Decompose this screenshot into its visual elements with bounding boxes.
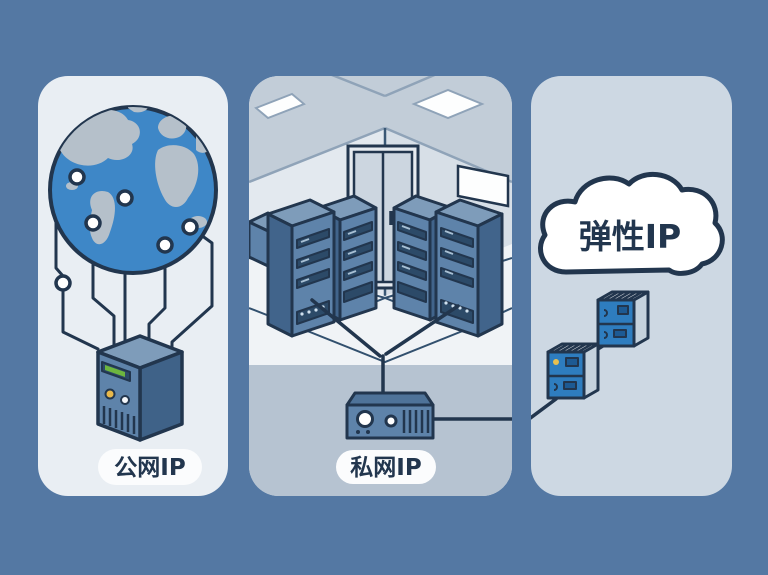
power-button: [104, 388, 116, 400]
ceiling-light-icon: [411, 88, 485, 120]
server-tower-icon: [96, 334, 184, 442]
whiteboard-icon: [456, 164, 510, 208]
ceiling-edge: [249, 126, 386, 184]
panel-elastic-ip: 弹性IP: [531, 76, 732, 496]
status-led: [553, 359, 559, 365]
router-port: [384, 414, 398, 428]
network-cable: [310, 298, 382, 358]
mini-server-icon: [546, 342, 600, 400]
server-vents: [102, 406, 136, 434]
ceiling-beam: [384, 76, 512, 98]
public-ip-label-pill: 公网IP: [98, 449, 202, 485]
circuit-wire: [170, 225, 214, 354]
public-ip-label: 公网IP: [114, 455, 185, 481]
network-node: [54, 274, 72, 292]
private-ip-label: 私网IP: [350, 455, 421, 481]
cloud-icon: 弹性IP: [538, 171, 725, 276]
network-node: [181, 218, 199, 236]
network-node: [156, 236, 174, 254]
reset-button: [120, 395, 130, 405]
server-rack-icon: [266, 198, 336, 338]
router-port: [356, 410, 374, 428]
panel-private-ip: 私网IP: [249, 76, 512, 496]
ceiling-beam: [249, 76, 386, 98]
network-node: [116, 189, 134, 207]
router-vents: [402, 410, 430, 433]
connection-line: [531, 397, 558, 424]
network-cable: [384, 304, 460, 356]
panel-public-ip: 公网IP: [38, 76, 228, 496]
mini-server-icon: [596, 290, 650, 348]
ceiling-light-icon: [254, 92, 306, 120]
network-node: [68, 168, 86, 186]
elastic-ip-label: 弹性IP: [579, 217, 681, 256]
network-nodes: [54, 168, 199, 292]
green-led: [105, 365, 125, 377]
panel-elastic-ip-background: [531, 76, 732, 496]
private-ip-label-pill: 私网IP: [336, 450, 436, 484]
network-cables: [310, 298, 512, 421]
network-node: [84, 214, 102, 232]
router-icon: [345, 391, 435, 440]
